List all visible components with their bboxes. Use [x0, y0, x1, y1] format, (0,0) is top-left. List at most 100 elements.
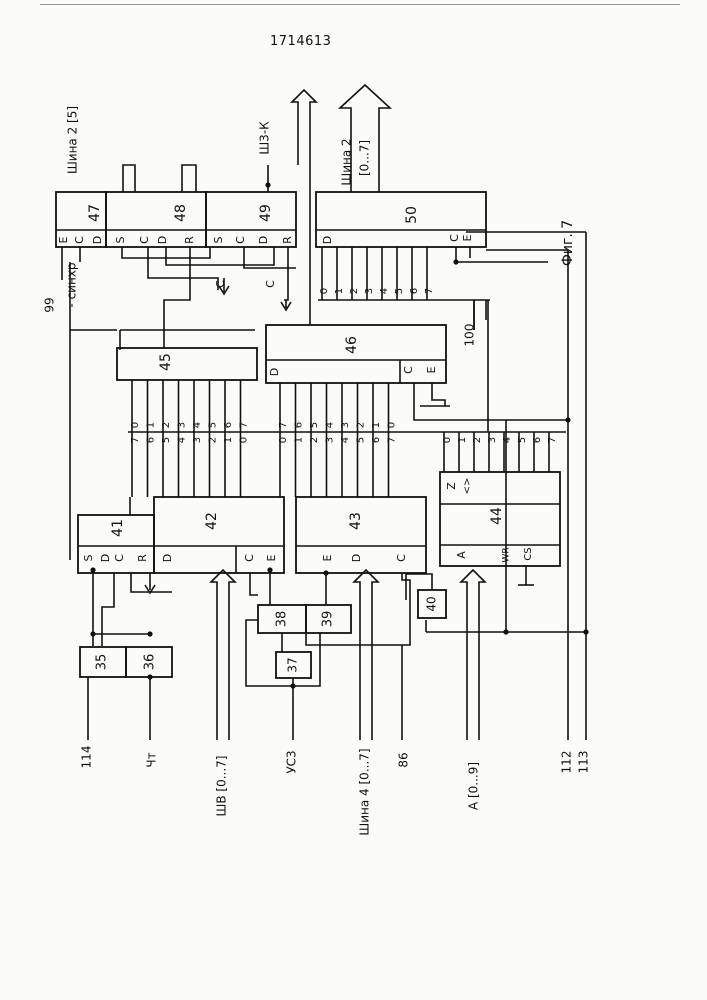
signal-sh3k: Ш3-К [258, 121, 272, 155]
pin-e-47: E [57, 236, 70, 243]
c-label-1: C [264, 280, 277, 288]
bit-num-45-bot: 1 [223, 437, 234, 443]
bit-num-45-top: 1 [146, 422, 157, 428]
pin-c-48: C [138, 236, 151, 244]
block-49-label: 49 [258, 204, 274, 222]
signal-us3: УС3 [285, 750, 299, 773]
junction-dot [147, 631, 152, 636]
wire-41-d [102, 573, 114, 646]
block-41-label: 41 [110, 519, 126, 537]
bit-num-45-bot: 2 [208, 437, 219, 443]
pin-s-41: S [82, 554, 95, 561]
block-47-label: 47 [87, 204, 103, 222]
block-43-label: 43 [348, 512, 364, 530]
pin-e-46: E [425, 366, 438, 373]
bit-num-46-bot: 5 [356, 437, 367, 443]
pin-d-43: D [350, 554, 363, 562]
figure-caption: Фиг. 7 [560, 220, 576, 266]
bit-num-45-top: 5 [208, 422, 219, 428]
bit-num-45-bot: 3 [192, 437, 203, 443]
pin-cs-44: CS [523, 547, 534, 560]
pin-c-47: C [73, 236, 86, 244]
pin-r-41: R [136, 554, 149, 562]
bit-num-46-top: 3 [340, 422, 351, 428]
wire-r48-45 [164, 247, 190, 348]
junction-dot [90, 567, 95, 572]
pin-s-49: S [212, 236, 225, 243]
signal-shv: ШВ [0...7] [215, 756, 229, 817]
pin-d-48: D [156, 236, 169, 244]
pin-a-44: A [455, 551, 468, 559]
block-42-label: 42 [204, 512, 220, 530]
bit-num-46-bot: 3 [325, 437, 336, 443]
pin-d-41: D [99, 554, 112, 562]
c-label-2: C [214, 280, 227, 288]
wire-top-48b [182, 165, 196, 192]
bit-num-45-bot: 5 [161, 437, 172, 443]
bit-num-45-bot: 6 [146, 437, 157, 443]
block-50-label: 50 [404, 206, 420, 224]
junction-dot [503, 629, 508, 634]
pin-e-50: E [461, 234, 474, 241]
pin-d-42: D [161, 554, 174, 562]
pin-c-43: C [395, 554, 408, 562]
bit-num-44: 1 [457, 437, 468, 443]
signal-shina2-5: Шина 2 [5] [66, 106, 80, 174]
bit-num-50: 4 [379, 288, 390, 294]
bit-num-50: 2 [349, 288, 360, 294]
bit-num-44: 0 [442, 437, 453, 443]
pin-cmp-44: <> [462, 478, 473, 495]
pin-d-46: D [268, 368, 281, 376]
bit-num-46-top: 7 [278, 422, 289, 428]
signal-shina4: Шина 4 [0...7] [358, 748, 372, 835]
signal-114: 114 [80, 746, 94, 769]
pin-wr-44: WR [502, 547, 512, 562]
pin-c-41: C [113, 554, 126, 562]
bit-num-50: 1 [334, 288, 345, 294]
junction-dot [267, 567, 272, 572]
pin-d-47: D [91, 236, 104, 244]
bit-num-45-top: 3 [177, 422, 188, 428]
bus-shina4-arrow [354, 570, 378, 740]
signal-shina2-range: [0...7] [358, 140, 372, 176]
bit-num-50: 0 [319, 288, 330, 294]
signal-99: 99 [43, 297, 57, 312]
bit-num-45-bot: 4 [177, 437, 188, 443]
junction-dot [453, 259, 458, 264]
block-40-label: 40 [425, 596, 439, 611]
bit-num-46-top: 5 [309, 422, 320, 428]
bit-num-50: 3 [364, 288, 375, 294]
bit-num-46-bot: 4 [340, 437, 351, 443]
bit-num-46-bot: 7 [387, 437, 398, 443]
bit-num-44: 2 [472, 437, 483, 443]
block-45-label: 45 [158, 353, 174, 371]
block-39-label: 39 [321, 611, 336, 628]
bit-num-45-top: 6 [223, 422, 234, 428]
signal-113: 113 [577, 751, 591, 774]
wire-d [166, 247, 274, 265]
bit-num-45-top: 4 [192, 422, 203, 428]
pin-c-46: C [402, 366, 415, 374]
bit-num-44: 7 [547, 437, 558, 443]
bit-num-44: 4 [502, 437, 513, 443]
bit-num-46-bot: 6 [371, 437, 382, 443]
bit-num-50: 7 [424, 288, 435, 294]
bus-shv-arrow [211, 570, 235, 740]
block-37-label: 37 [286, 657, 300, 672]
bit-num-44: 6 [532, 437, 543, 443]
pin-e-42: E [265, 554, 278, 561]
bit-num-46-top: 0 [387, 422, 398, 428]
pin-d-49: D [257, 236, 270, 244]
bit-num-45-bot: 0 [239, 437, 250, 443]
bit-num-46-top: 6 [294, 422, 305, 428]
block-38-label: 38 [275, 611, 290, 628]
pin-r-49: R [281, 236, 294, 244]
bit-num-50: 6 [409, 288, 420, 294]
block-36-label: 36 [143, 654, 158, 671]
signal-100: 100 [463, 324, 477, 347]
block-48-label: 48 [173, 204, 189, 222]
junction-dot [90, 631, 95, 636]
pin-c-49: C [234, 236, 247, 244]
signal-chit: Чт [145, 752, 159, 767]
